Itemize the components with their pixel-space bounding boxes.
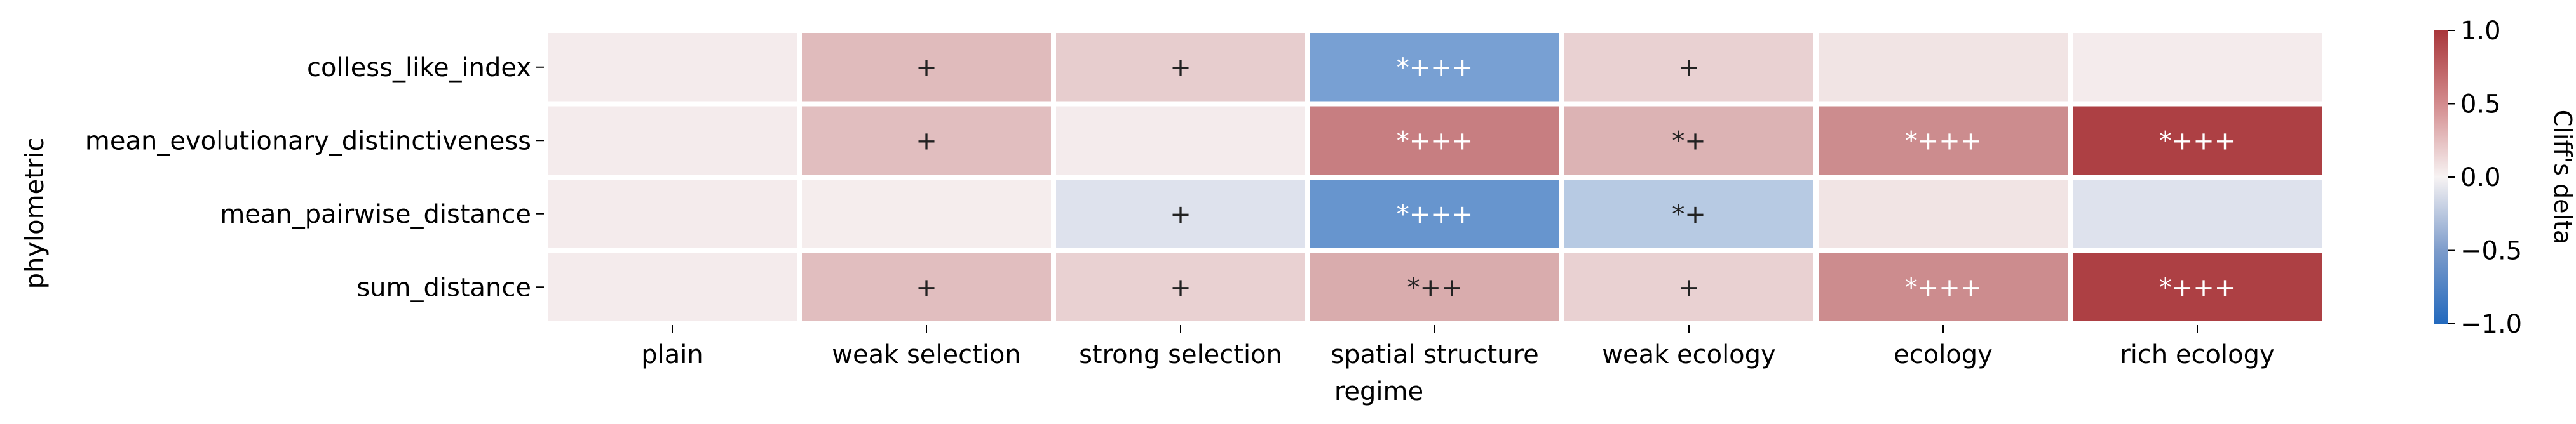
colorbar-tick-label: 1.0 (2460, 17, 2501, 46)
cell-annotation: *+ (1672, 200, 1706, 229)
cell-annotation: + (1678, 53, 1700, 83)
y-tick-labels: colless_like_index mean_evolutionary_dist… (85, 53, 544, 302)
colorbar-tick-label: −1.0 (2460, 310, 2522, 339)
colorbar-gradient (2434, 30, 2448, 324)
heatmap-cell (1310, 253, 1559, 321)
cell-annotations: ++*+++++*+++*+*+++*++++*+++*+++*+++*+++*… (916, 53, 2235, 303)
heatmap-cells (548, 33, 2322, 321)
y-axis-label: phylometric (20, 138, 50, 289)
cell-annotation: + (1170, 53, 1191, 83)
heatmap-cell (1819, 106, 2068, 175)
heatmap-cell (548, 106, 797, 175)
x-tick-label: spatial structure (1331, 340, 1538, 369)
colorbar-tick-label: −0.5 (2460, 237, 2522, 266)
cell-annotation: *+++ (1397, 200, 1474, 229)
heatmap-cell (802, 106, 1051, 175)
heatmap-cell (2073, 106, 2322, 175)
cell-annotation: + (916, 273, 937, 302)
cell-annotation: + (1170, 273, 1191, 302)
colorbar-label: Cliff's delta (2549, 110, 2576, 244)
heatmap-cell (1819, 253, 2068, 321)
heatmap-cell (802, 33, 1051, 102)
x-tick-label: weak ecology (1602, 340, 1775, 369)
cell-annotation: *++ (1407, 273, 1462, 302)
x-tick-label: strong selection (1079, 340, 1282, 369)
colorbar-tick-label: 0.0 (2460, 163, 2501, 192)
x-tick-label: ecology (1894, 340, 1993, 369)
cell-annotation: + (1170, 200, 1191, 229)
heatmap-cell (1310, 106, 1559, 175)
heatmap-cell (1819, 180, 2068, 248)
y-tick-label: colless_like_index (307, 53, 531, 83)
heatmap-cell (1310, 33, 1559, 102)
y-tick-label: mean_pairwise_distance (220, 200, 531, 229)
cell-annotation: *+++ (1905, 126, 1982, 156)
heatmap-cell (1056, 33, 1305, 102)
heatmap-cell (2073, 180, 2322, 248)
heatmap-cell (2073, 253, 2322, 321)
heatmap-cell (1564, 33, 1813, 102)
cell-annotation: + (916, 53, 937, 83)
heatmap-cell (1564, 253, 1813, 321)
heatmap-cell (548, 253, 797, 321)
cell-annotation: + (916, 126, 937, 156)
heatmap-cell (1056, 106, 1305, 175)
heatmap-cell (548, 33, 797, 102)
cell-annotation: *+++ (2159, 273, 2236, 302)
heatmap-cell (1564, 180, 1813, 248)
colorbar-ticks: −1.0 −0.5 0.0 0.5 1.0 (2448, 17, 2522, 339)
cell-annotation: + (1678, 273, 1700, 302)
x-tick-label: rich ecology (2120, 340, 2274, 369)
heatmap-cell (1056, 253, 1305, 321)
x-tick-label: weak selection (832, 340, 1021, 369)
heatmap-cell (1564, 106, 1813, 175)
heatmap-cell (1310, 180, 1559, 248)
cell-annotation: *+++ (1905, 273, 1982, 302)
x-axis-label: regime (1334, 377, 1423, 406)
x-tick-label: plain (641, 340, 703, 369)
cell-annotation: *+++ (2159, 126, 2236, 156)
y-tick-label: mean_evolutionary_distinctiveness (85, 126, 531, 156)
cell-annotation: *+ (1672, 126, 1706, 156)
heatmap-cell (548, 180, 797, 248)
y-tick-label: sum_distance (356, 273, 531, 302)
colorbar: −1.0 −0.5 0.0 0.5 1.0 Cliff's delta (2434, 17, 2576, 339)
heatmap-cell (1819, 33, 2068, 102)
heatmap-cell (802, 253, 1051, 321)
heatmap-cell (2073, 33, 2322, 102)
cell-annotation: *+++ (1397, 126, 1474, 156)
x-tick-labels: plain weak selection strong selection spati… (641, 325, 2275, 369)
cell-annotation: *+++ (1397, 53, 1474, 83)
heatmap-cell (1056, 180, 1305, 248)
colorbar-tick-label: 0.5 (2460, 90, 2501, 119)
heatmap-cell (802, 180, 1051, 248)
